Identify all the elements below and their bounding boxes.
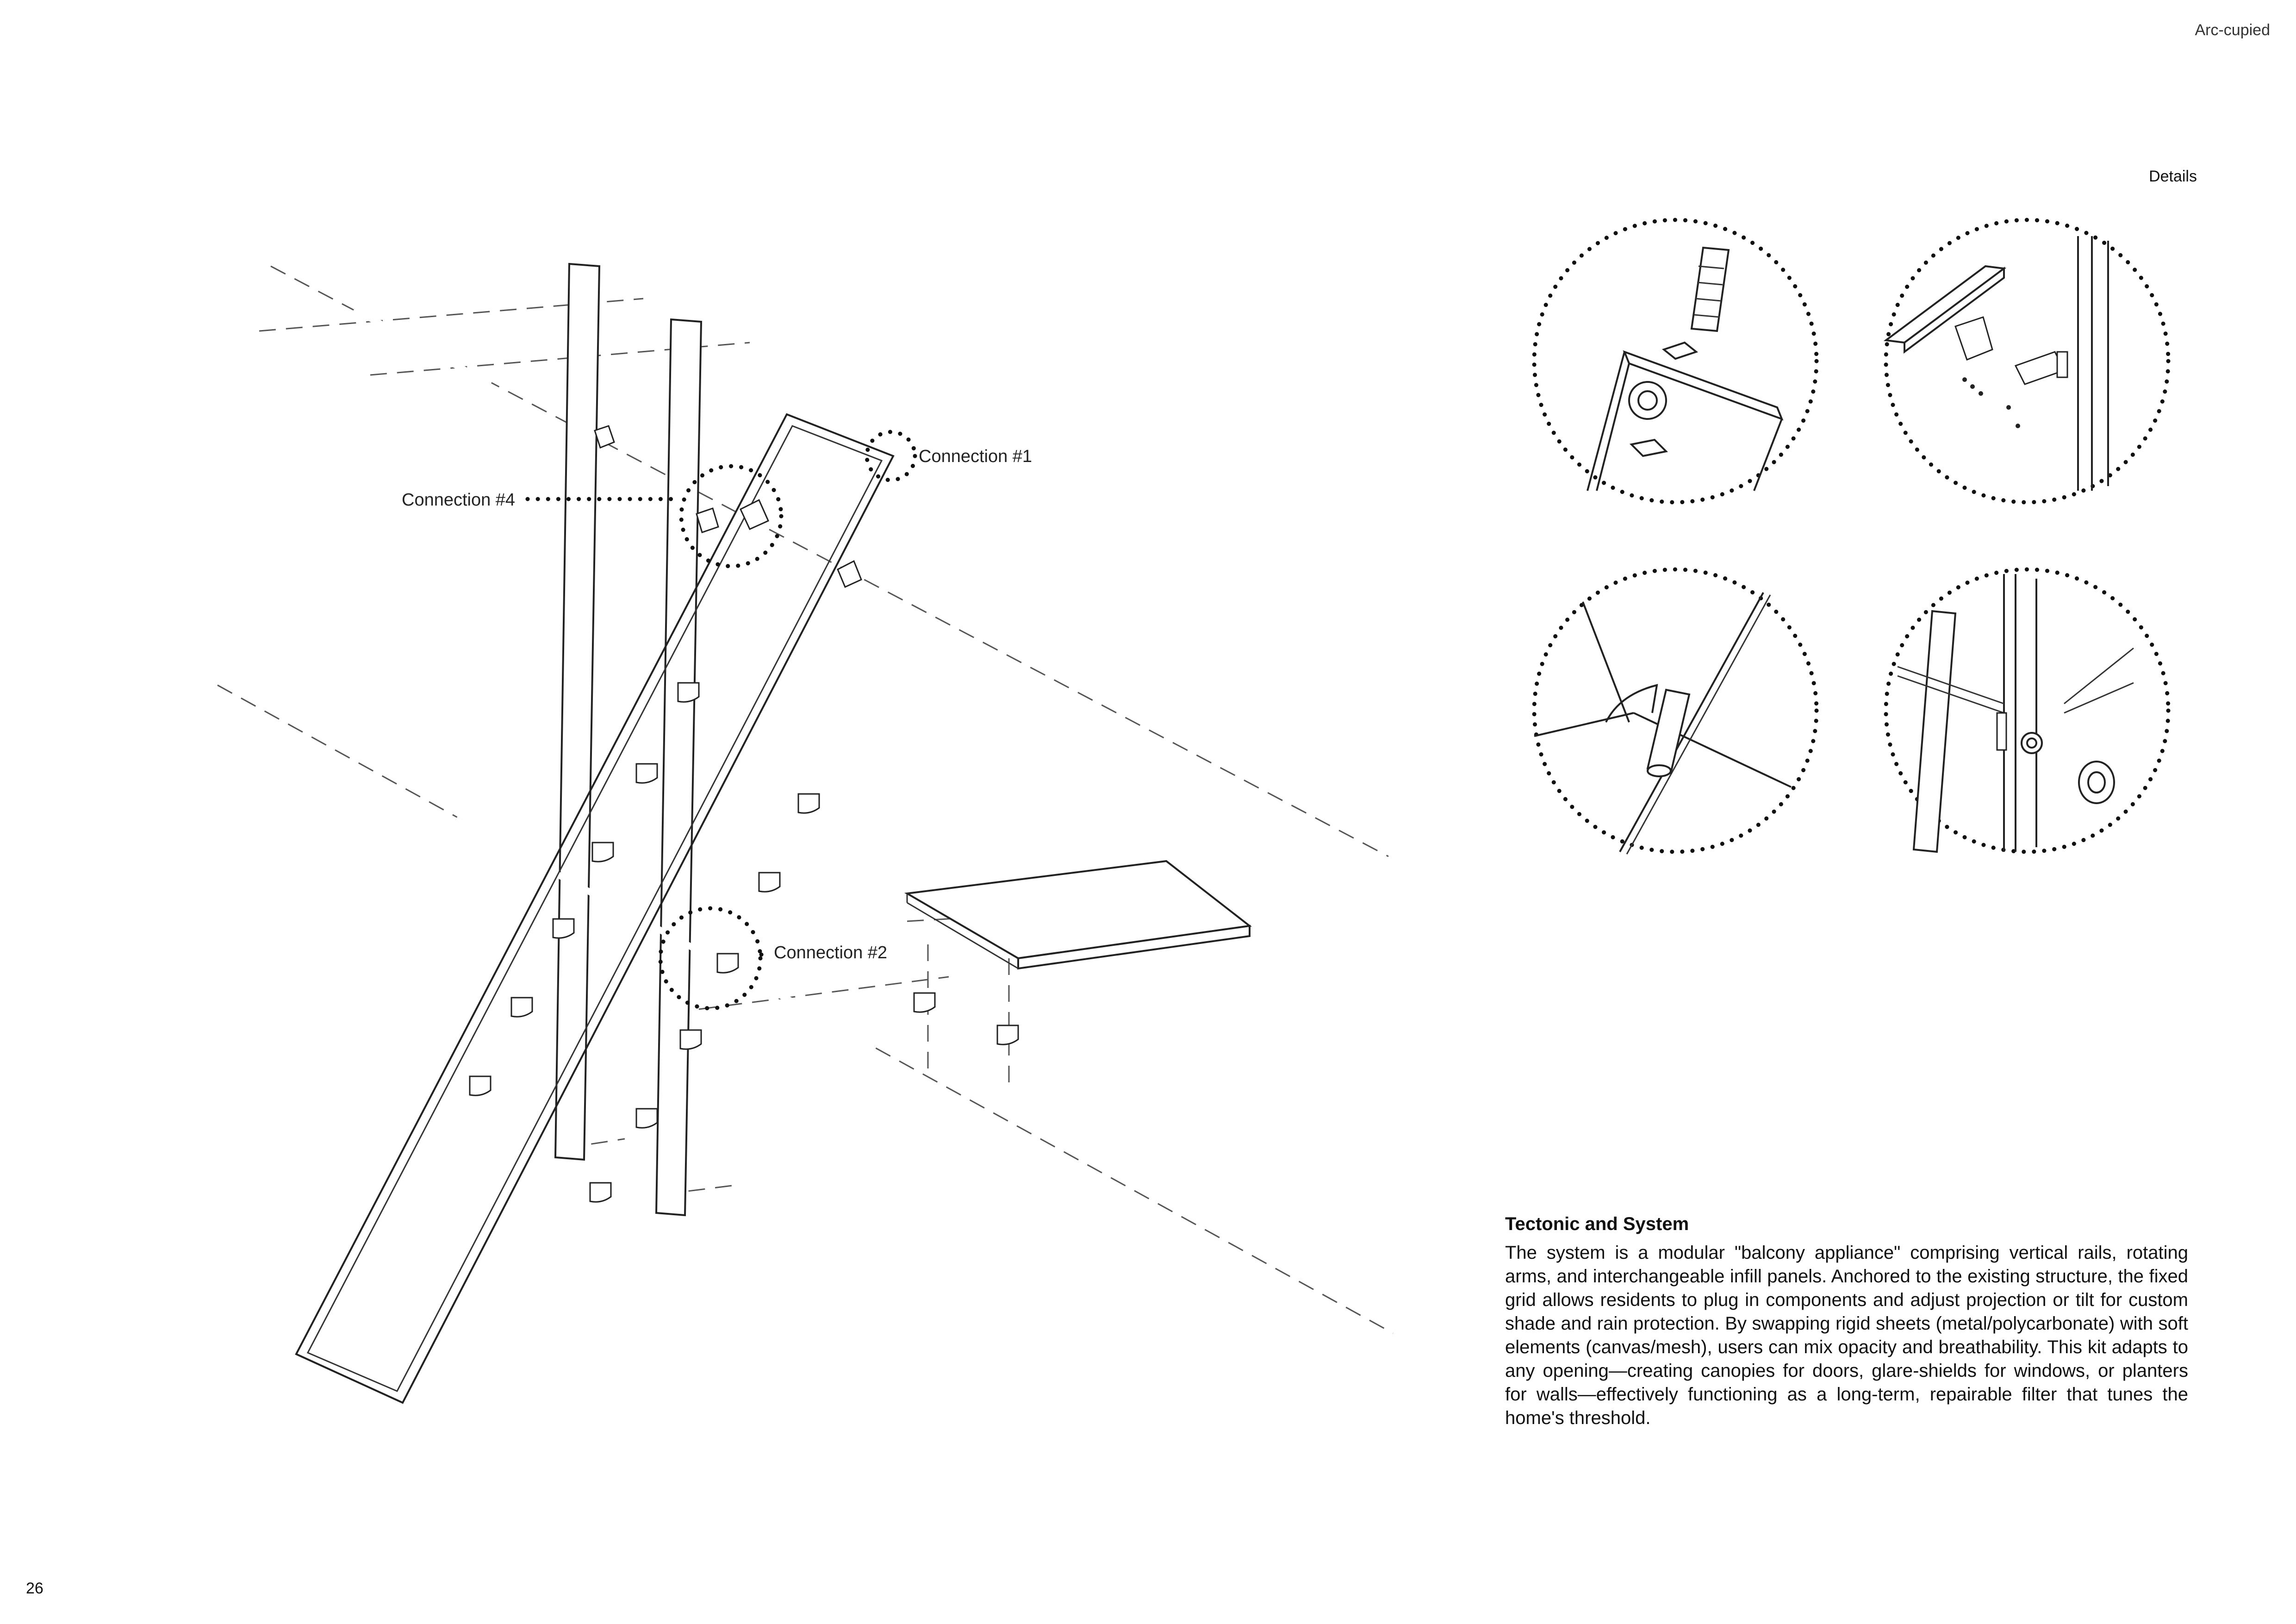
connection-4-marker: [679, 464, 784, 568]
vertical-rail-left: [554, 262, 601, 1161]
clip-brackets: [469, 682, 1019, 1203]
construction-line: [259, 298, 644, 332]
connection-2-marker: [658, 906, 763, 1011]
section-title: Details: [2149, 168, 2197, 185]
rod-top-inner: [352, 306, 492, 387]
shelf-panel-side: [907, 902, 1019, 969]
connection-4-label: Connection #4: [402, 490, 515, 510]
rail-bracket: [837, 560, 862, 588]
rail-bracket: [696, 507, 719, 533]
connection-1-label: Connection #1: [919, 447, 1032, 466]
project-title: Arc-cupied: [2195, 21, 2270, 39]
rod-middle-inner: [454, 816, 877, 1049]
connection-2-label: Connection #2: [774, 943, 887, 962]
bolt-detail-drawing: [1532, 218, 1819, 505]
diagonal-frame-inner: [306, 425, 883, 1392]
rail-bracket: [740, 499, 769, 530]
page-number: 26: [26, 1580, 44, 1597]
construction-line: [370, 342, 750, 376]
rail-bracket: [594, 425, 615, 449]
text-block: Tectonic and System The system is a modu…: [1505, 1214, 2188, 1430]
rod-infill-detail-drawing: [1532, 567, 1819, 855]
construction-line: [698, 976, 949, 1010]
diagonal-frame-outer: [295, 413, 895, 1404]
rail-knob-detail-drawing: [1884, 567, 2171, 854]
shelf-panel-edge: [1017, 924, 1251, 970]
shelf-bracket-detail-drawing: [1883, 218, 2171, 505]
vertical-rail-right: [655, 318, 703, 1217]
text-body: The system is a modular "balcony applian…: [1505, 1243, 2188, 1428]
connection-1-marker: [865, 430, 917, 482]
text-heading: Tectonic and System: [1505, 1214, 1689, 1234]
